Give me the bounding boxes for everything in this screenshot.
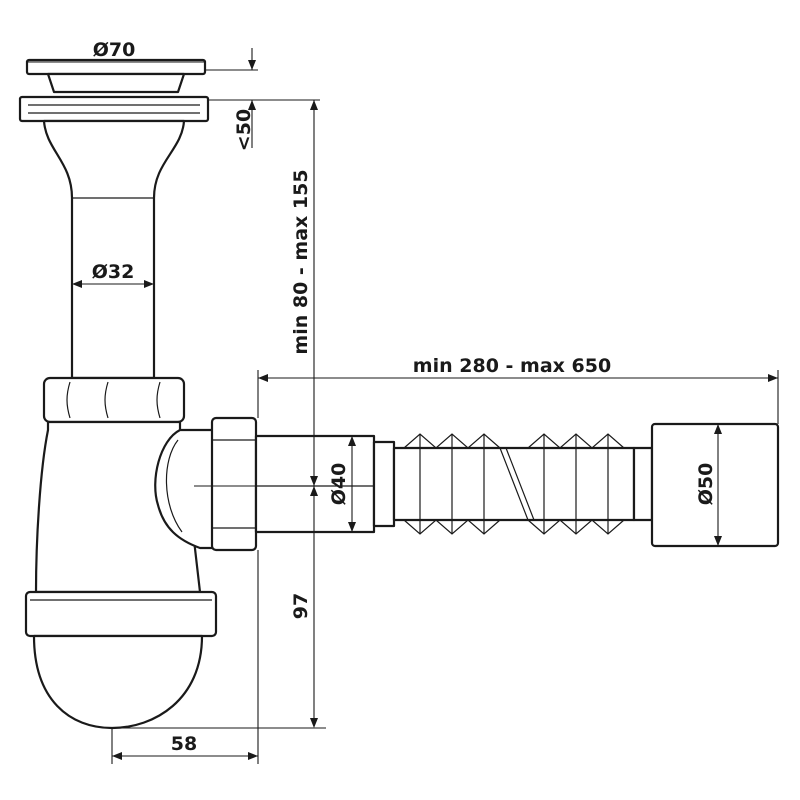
dimension-lines	[27, 48, 779, 764]
label-length-range: min 280 - max 650	[413, 355, 611, 377]
vertical-pipe	[42, 119, 186, 380]
label-diameter-70: Ø70	[93, 39, 136, 61]
label-height-97: 97	[290, 593, 312, 619]
outlet-nut	[210, 416, 258, 552]
upper-nut	[42, 376, 186, 424]
label-diameter-40: Ø40	[328, 463, 350, 506]
label-diameter-50: Ø50	[695, 463, 717, 506]
label-height-range: min 80 - max 155	[290, 169, 312, 354]
end-coupling	[632, 422, 780, 548]
drain-flange	[18, 58, 210, 123]
label-max-50: <50	[233, 109, 255, 151]
label-diameter-32: Ø32	[92, 261, 135, 283]
label-width-58: 58	[171, 733, 197, 755]
outlet-pipe	[254, 434, 396, 534]
corrugated-hose	[392, 433, 636, 535]
trap-body	[24, 420, 218, 730]
